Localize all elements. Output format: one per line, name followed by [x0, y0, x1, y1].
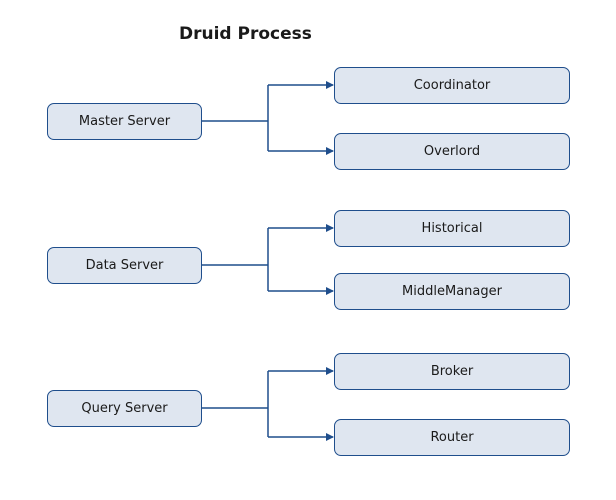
data-server-node: Data Server — [47, 247, 202, 284]
coordinator-node: Coordinator — [334, 67, 570, 104]
query-server-node: Query Server — [47, 390, 202, 427]
master-connectors — [202, 81, 334, 155]
query-connectors — [202, 367, 334, 441]
overlord-node: Overlord — [334, 133, 570, 170]
master-server-node: Master Server — [47, 103, 202, 140]
router-node: Router — [334, 419, 570, 456]
middlemanager-node: MiddleManager — [334, 273, 570, 310]
diagram-title: Druid Process — [179, 24, 312, 44]
broker-node: Broker — [334, 353, 570, 390]
historical-node: Historical — [334, 210, 570, 247]
data-connectors — [202, 224, 334, 295]
